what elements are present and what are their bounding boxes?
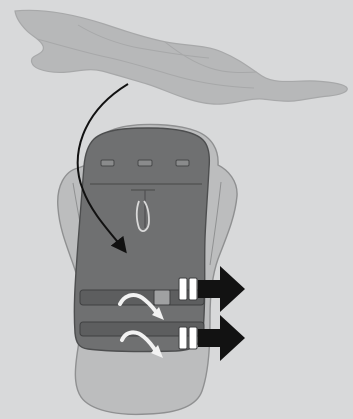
upper-strap-buckle	[154, 290, 170, 305]
slot-left	[101, 160, 114, 166]
slot-right	[176, 160, 189, 166]
seat-panel	[74, 128, 209, 352]
slot-middle	[138, 160, 152, 166]
